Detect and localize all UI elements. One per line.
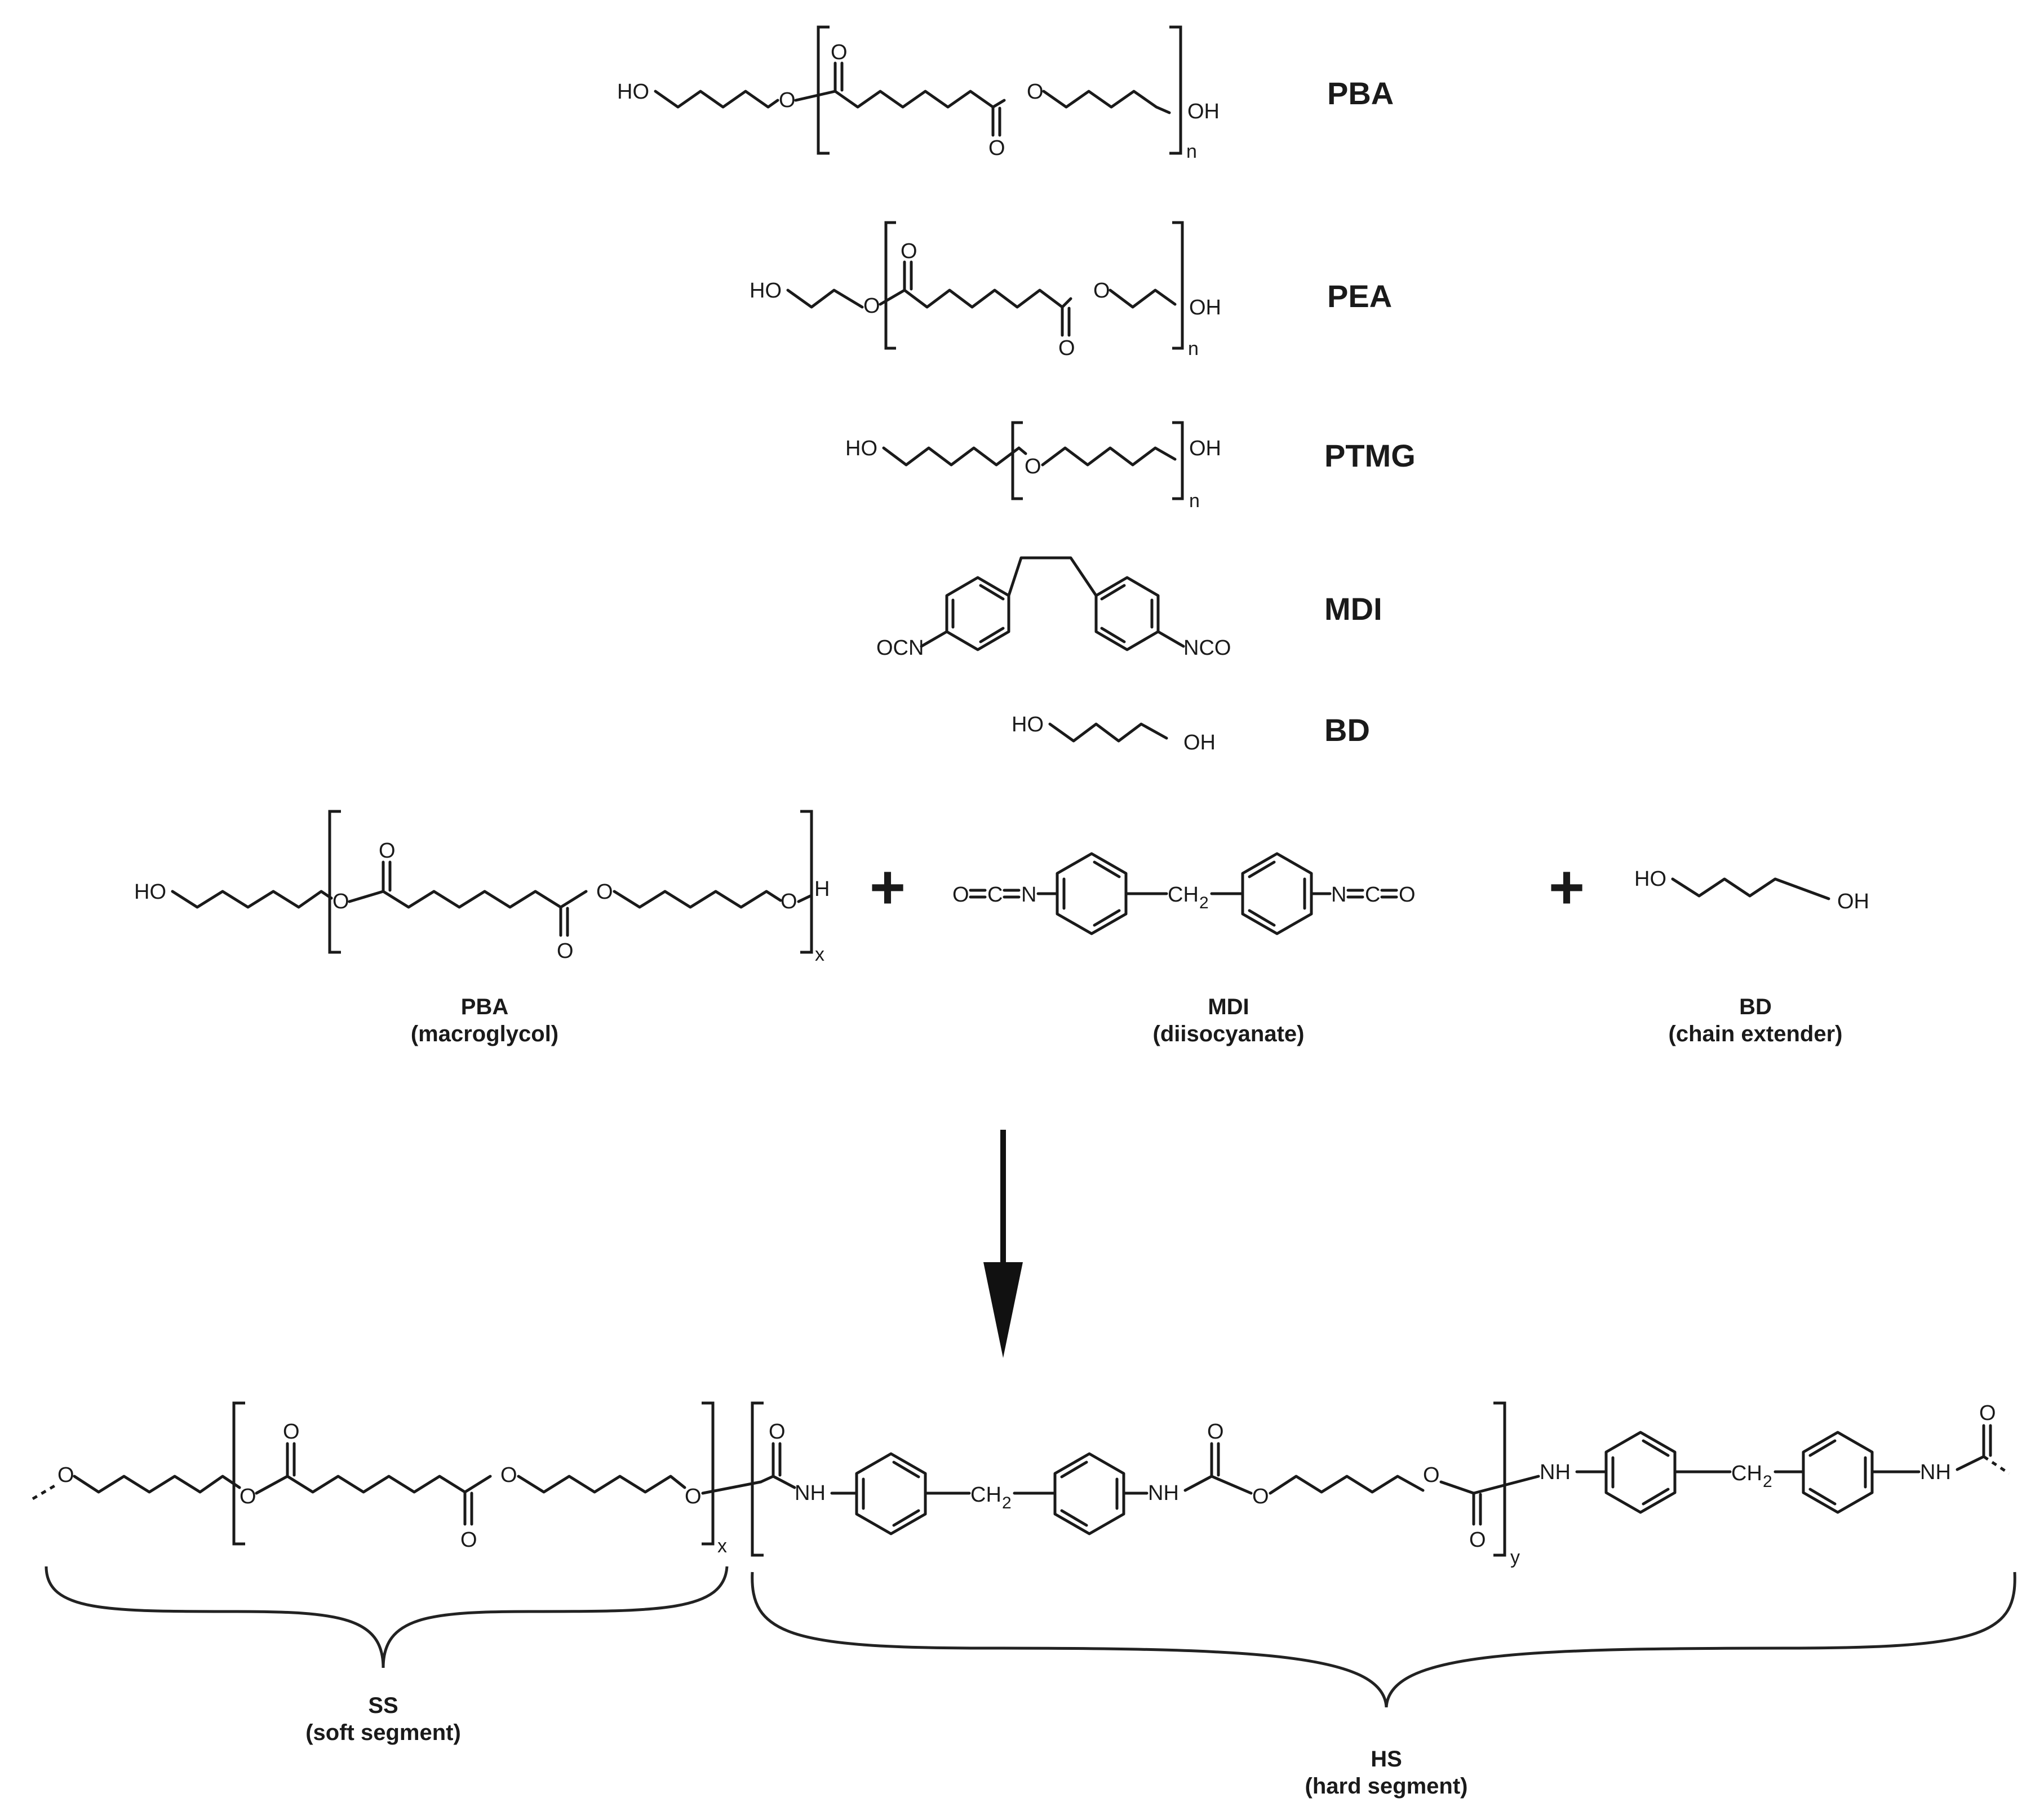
rxn-mdi-role: (diisocyanate)	[1153, 1022, 1305, 1046]
pea-ester-o2: O	[1093, 279, 1110, 303]
pba-index-n: n	[1186, 141, 1197, 162]
rxn-bd-role: (chain extender)	[1669, 1022, 1843, 1046]
chain-hs-carbonyl-o3: O	[1469, 1528, 1486, 1552]
chain-hs-ch1: CH	[970, 1483, 1001, 1507]
rxn-mdi-n2: N	[1331, 883, 1346, 907]
reaction-bd: HO OH BD (chain extender)	[1634, 867, 1869, 1046]
chain-hs-carbonyl-o4: O	[1979, 1401, 1996, 1425]
rxn-mdi-c2: C	[1365, 883, 1380, 907]
chain-ss-ester-o2: O	[500, 1463, 517, 1487]
rxn-pba-ho: HO	[134, 880, 166, 904]
ss-label: SS	[368, 1693, 398, 1718]
reaction-pba: HO O O O O O H x PBA (macroglycol)	[134, 810, 830, 1046]
mdi-structure: OCN NCO MDI	[876, 556, 1382, 660]
pea-label: PEA	[1327, 278, 1392, 314]
rxn-mdi-o1: O	[952, 883, 969, 907]
chain-index-y: y	[1510, 1547, 1520, 1568]
mdi-label: MDI	[1324, 591, 1382, 627]
chain-hs-nh3: NH	[1540, 1461, 1571, 1484]
pba-label: PBA	[1327, 76, 1394, 111]
chain-ss-carbonyl-o1: O	[283, 1420, 300, 1444]
chain-hs-nh1: NH	[795, 1481, 826, 1505]
plus-sign-1: +	[870, 853, 906, 922]
hs-description: (hard segment)	[1305, 1774, 1468, 1799]
mdi-nco: NCO	[1183, 636, 1231, 660]
rxn-pba-terminal-o: O	[781, 890, 797, 913]
pea-ester-o: O	[863, 294, 880, 318]
rxn-pba-terminal-h: H	[814, 877, 830, 901]
reaction-arrow	[983, 1130, 1023, 1358]
ptmg-label: PTMG	[1324, 438, 1416, 473]
chain-hs-urethane-o1: O	[1252, 1485, 1269, 1508]
plus-sign-2: +	[1549, 853, 1585, 922]
chain-hs-carbonyl-o2: O	[1207, 1420, 1224, 1444]
reaction-mdi: O C N CH 2 N C O MDI (diisocyanate)	[952, 852, 1416, 1046]
pea-carbonyl-o1: O	[901, 239, 917, 263]
chain-index-x: x	[717, 1535, 727, 1557]
rxn-pba-ester-o: O	[332, 890, 349, 913]
pea-structure: HO O O O O n OH PEA	[750, 221, 1392, 360]
ptmg-ether-o: O	[1025, 455, 1041, 478]
chain-hs-carbonyl-o1: O	[769, 1420, 786, 1444]
chain-hs-nh2: NH	[1148, 1481, 1179, 1505]
rxn-pba-role: (macroglycol)	[411, 1022, 558, 1046]
pba-carbonyl-o1: O	[831, 41, 848, 64]
bd-ho: HO	[1012, 713, 1044, 736]
pba-oh: OH	[1187, 100, 1220, 123]
rxn-pba-carbonyl-o1: O	[379, 839, 396, 863]
chain-hs-urethane-o2: O	[1423, 1463, 1440, 1487]
soft-segment-brace	[45, 1566, 729, 1668]
chain-hs-ch2-sub: 2	[1763, 1472, 1772, 1491]
rxn-bd-name: BD	[1739, 995, 1772, 1019]
rxn-pba-index-x: x	[815, 944, 824, 965]
rxn-pba-ester-o2: O	[596, 880, 613, 904]
pba-carbonyl-o2: O	[988, 136, 1005, 160]
rxn-mdi-ch-sub: 2	[1199, 894, 1209, 912]
hard-segment-brace	[751, 1572, 2016, 1708]
chain-hs-ch2: CH	[1731, 1462, 1762, 1485]
rxn-mdi-c1: C	[987, 883, 1003, 907]
bd-structure: HO OH BD	[1012, 712, 1370, 754]
chain-ss-terminal-o: O	[685, 1485, 702, 1508]
rxn-bd-ho: HO	[1634, 867, 1666, 891]
rxn-mdi-n1: N	[1021, 883, 1036, 907]
chain-hs-ch1-sub: 2	[1002, 1494, 1012, 1512]
rxn-mdi-ch: CH	[1168, 883, 1199, 907]
hs-label: HS	[1371, 1747, 1402, 1772]
pba-structure: HO O O O O n OH PBA	[617, 25, 1394, 162]
ptmg-index-n: n	[1189, 490, 1200, 512]
chain-ss-ester-o: O	[240, 1485, 256, 1508]
bd-oh: OH	[1183, 731, 1216, 754]
pea-oh: OH	[1189, 296, 1221, 319]
rxn-mdi-name: MDI	[1208, 995, 1249, 1019]
pba-ho: HO	[617, 80, 649, 104]
rxn-pba-carbonyl-o2: O	[557, 939, 574, 963]
rxn-bd-oh: OH	[1837, 890, 1869, 913]
chain-ss-carbonyl-o2: O	[460, 1528, 477, 1552]
ptmg-ho: HO	[845, 437, 877, 460]
pea-index-n: n	[1188, 338, 1199, 359]
mdi-ocn: OCN	[876, 636, 924, 660]
bd-label: BD	[1324, 712, 1370, 748]
ptmg-oh: OH	[1189, 437, 1221, 460]
ptmg-structure: HO O n OH PTMG	[845, 421, 1416, 512]
rxn-mdi-o2: O	[1399, 883, 1416, 907]
chain-o-start: O	[57, 1463, 74, 1487]
pba-ester-o: O	[779, 88, 796, 112]
pba-ester-o2: O	[1027, 80, 1044, 104]
pea-ho: HO	[750, 279, 782, 303]
ss-description: (soft segment)	[305, 1720, 461, 1745]
pea-carbonyl-o2: O	[1058, 336, 1075, 360]
chain-hs-nh4: NH	[1920, 1461, 1951, 1484]
polyurethane-chain: O O O O O O x O NH CH 2	[32, 1401, 2010, 1568]
rxn-pba-name: PBA	[461, 995, 508, 1019]
segment-braces: SS (soft segment) HS (hard segment)	[45, 1566, 2016, 1799]
